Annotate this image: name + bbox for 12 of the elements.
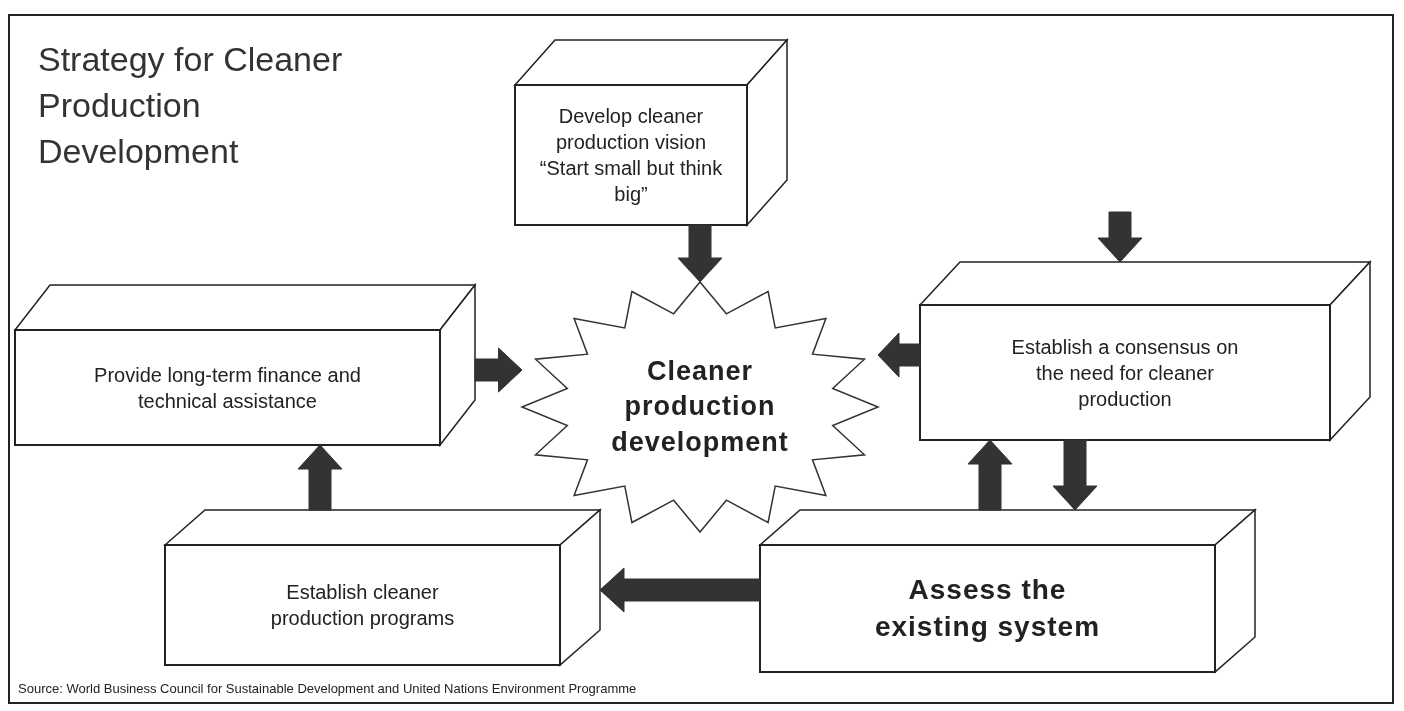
block-arrow [1052, 439, 1098, 511]
block-arrow [967, 439, 1013, 511]
block-arrow [877, 332, 921, 378]
block-arrow [474, 347, 523, 393]
diagram-title: Strategy for Cleaner Production Development [38, 39, 344, 172]
block-arrow [677, 224, 723, 283]
starburst-shape [522, 282, 878, 532]
block-arrow [297, 444, 343, 511]
node-text: Cleaner production development [610, 355, 790, 459]
block-arrow [1097, 211, 1143, 263]
source-caption: Source: World Business Council for Sustainable Development and United Nations Environment Programme [18, 681, 637, 696]
block-arrow [599, 567, 761, 613]
